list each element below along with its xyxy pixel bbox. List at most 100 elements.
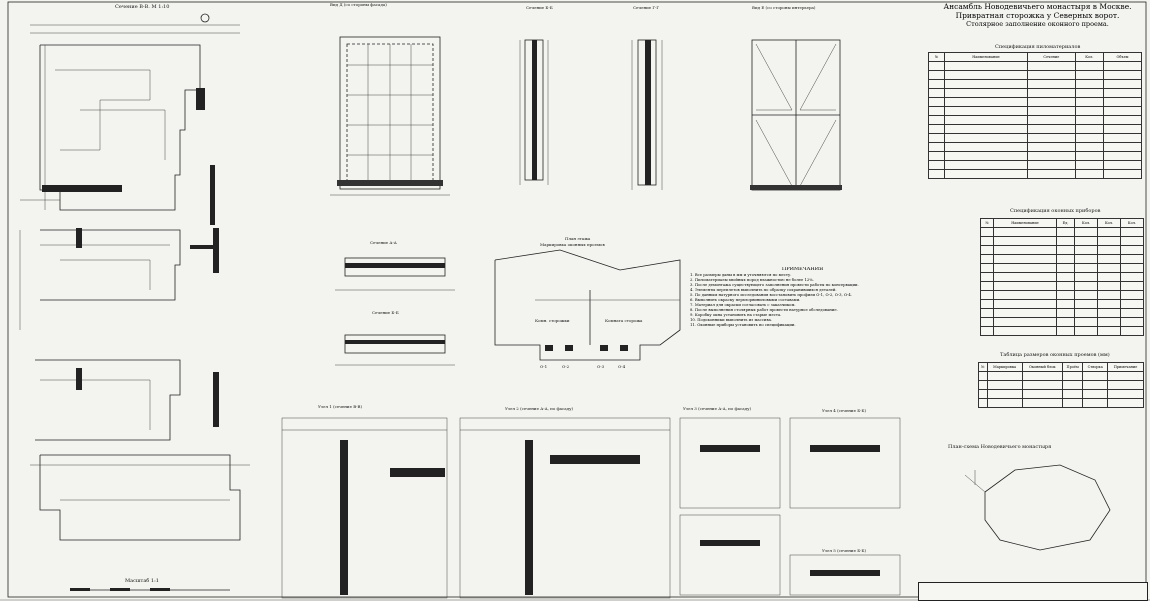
title-block: Ансамбль Новодевичьего монастыря в Москв…: [930, 2, 1145, 40]
devices-col-qty-3: Кол.: [1120, 218, 1144, 228]
view-d-label: Вид Д (со стороны фасада): [330, 2, 387, 7]
room-label-2: Комната сторожа: [605, 318, 643, 323]
window-mark-2: О-2: [562, 364, 570, 369]
table-row: [980, 326, 1144, 336]
devices-header-row: № Наименование Ед. Кол. Кол. Кол.: [980, 218, 1144, 228]
table-row: [978, 389, 1144, 399]
sizes-header-row: № Маркировка Оконный блок Проём Створка …: [978, 362, 1144, 372]
table-row: [980, 263, 1144, 273]
note-2: 2. Пиломатериалы хвойных пород влажность…: [690, 277, 815, 282]
note-5: 5. По данным натурного исследования восс…: [690, 292, 852, 297]
table-row: [980, 299, 1144, 309]
sizes-col-block: Оконный блок: [1021, 362, 1063, 372]
table-row: [928, 151, 1143, 161]
site-plan: [964, 464, 1111, 551]
table-row: [978, 398, 1144, 408]
room-label-1: Комн. сторожки: [535, 318, 570, 323]
sizes-col-sash: Створка: [1082, 362, 1109, 372]
node-1-label: Узел 1 (сечение В-В): [318, 404, 363, 409]
section-aa-horizontal: [335, 257, 455, 366]
section-b-vertical: [519, 39, 549, 185]
devices-col-unit: Ед.: [1055, 218, 1076, 228]
site-plan-label: План-схема Новодевичьего монастыря: [948, 444, 1052, 450]
title-line-1: Ансамбль Новодевичьего монастыря в Москв…: [943, 2, 1132, 11]
note-7: 7. Материал для окраски согласовать с за…: [690, 302, 796, 307]
node-2-label: Узел 2 (сечение А-А, по фасаду): [505, 406, 574, 411]
plan-title: План этажа: [565, 236, 591, 241]
materials-col-name: Наименование: [943, 52, 1028, 62]
table-row: [928, 97, 1143, 107]
table-row: [928, 88, 1143, 98]
node-3-label: Узел 3 (сечение А-А, по фасаду): [683, 406, 752, 411]
sizes-col-mark: Маркировка: [986, 362, 1023, 372]
table-row: [928, 115, 1143, 125]
sizes-table: № Маркировка Оконный блок Проём Створка …: [978, 362, 1144, 408]
devices-col-name: Наименование: [992, 218, 1057, 228]
table-row: [928, 142, 1143, 152]
table-row: [980, 254, 1144, 264]
devices-col-no: №: [980, 218, 994, 228]
window-mark-1: О-1: [540, 364, 548, 369]
materials-header-row: № Наименование Сечение Кол. Объем: [928, 52, 1143, 62]
view-e-label: Вид Е (со стороны интерьера): [752, 5, 816, 10]
scale-bar: [70, 588, 230, 591]
note-10: 10. Подоконники выполнить из массива.: [690, 317, 773, 322]
notes-title: ПРИМЕЧАНИЯ: [781, 267, 824, 272]
note-3: 3. После демонтажа существующего заполне…: [690, 282, 859, 287]
note-9: 9. Коробку окна установить на старые мес…: [690, 312, 782, 317]
sizes-col-note: Примечание: [1107, 362, 1144, 372]
section-vv-label: Сечение В-В. М 1:10: [115, 4, 170, 10]
materials-col-section: Сечение: [1026, 52, 1076, 62]
table-row: [980, 281, 1144, 291]
note-8: 8. После выполнения столярных работ пров…: [690, 307, 838, 312]
view-d-window: [330, 36, 450, 196]
materials-table: № Наименование Сечение Кол. Объем: [928, 52, 1143, 179]
scale-label: Масштаб 1:1: [125, 578, 159, 584]
section-vv-drawing: [19, 13, 250, 541]
table-row: [980, 245, 1144, 255]
table-row: [980, 236, 1144, 246]
materials-table-title: Спецификация пиломатериалов: [995, 44, 1081, 50]
devices-table: № Наименование Ед. Кол. Кол. Кол.: [980, 218, 1144, 336]
section-bb-label: Сечение Б-Б: [372, 310, 399, 315]
note-4: 4. Элементы переплетов выполнить по обра…: [690, 287, 837, 292]
title-line-3: Столярное заполнение оконного проема.: [966, 20, 1109, 28]
table-row: [980, 227, 1144, 237]
note-6: 6. Выполнить окраску перхлорвиниловыми с…: [690, 297, 801, 302]
table-row: [980, 272, 1144, 282]
table-row: [980, 290, 1144, 300]
table-row: [928, 169, 1143, 179]
window-mark-3: О-3: [597, 364, 605, 369]
table-row: [978, 371, 1144, 381]
node-4-label: Узел 4 (сечение Б-Б): [822, 408, 867, 413]
window-mark-4: О-4: [618, 364, 626, 369]
devices-col-qty-2: Кол.: [1097, 218, 1122, 228]
table-row: [978, 380, 1144, 390]
table-row: [928, 61, 1143, 71]
section-g-label: Сечение Г-Г: [633, 5, 660, 10]
devices-col-qty-1: Кол.: [1074, 218, 1099, 228]
section-aa-label: Сечение А-А: [370, 240, 397, 245]
materials-col-no: №: [928, 52, 945, 62]
devices-table-title: Спецификация оконных приборов: [1010, 208, 1101, 214]
section-b-label: Сечение Б-Б: [526, 5, 553, 10]
table-row: [928, 79, 1143, 89]
sizes-col-no: №: [978, 362, 988, 372]
table-row: [928, 124, 1143, 134]
notes-block: ПРИМЕЧАНИЯ 1. Все размеры даны в мм и ут…: [690, 267, 915, 327]
table-row: [980, 308, 1144, 318]
table-row: [928, 160, 1143, 170]
table-row: [928, 70, 1143, 80]
plan-subtitle: Маркировка оконных проемов: [540, 242, 605, 247]
sizes-table-title: Таблица размеров оконных проемов (мм): [1000, 352, 1110, 358]
table-row: [928, 106, 1143, 116]
section-g-vertical: [631, 39, 663, 190]
materials-col-qty: Кол.: [1074, 52, 1104, 62]
drawing-stamp: [918, 582, 1148, 601]
view-e-window: [750, 39, 842, 191]
table-row: [928, 133, 1143, 143]
node-details: [281, 417, 901, 599]
note-11: 11. Оконные приборы установить по специф…: [690, 322, 796, 327]
table-row: [980, 317, 1144, 327]
